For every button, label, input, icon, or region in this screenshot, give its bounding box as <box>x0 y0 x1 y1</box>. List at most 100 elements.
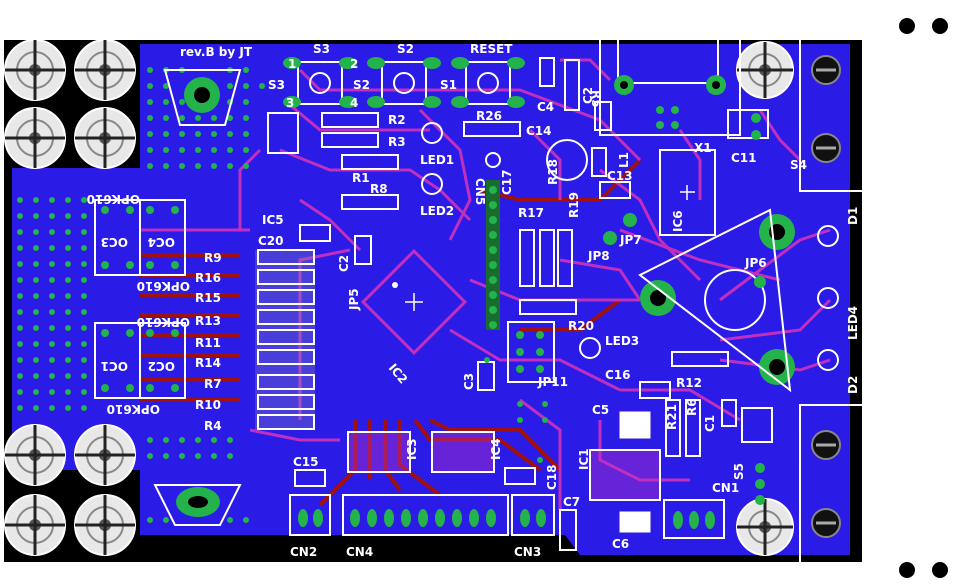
label-d2: D2 <box>846 376 860 394</box>
label-r20: R20 <box>568 319 594 333</box>
label-s3-side: S3 <box>268 78 285 92</box>
label-oc1: OC1 <box>101 359 128 373</box>
label-oc2: OC2 <box>148 359 175 373</box>
label-led2: LED2 <box>420 204 454 218</box>
large-pad-group <box>153 69 795 526</box>
label-cn2: CN2 <box>290 545 317 559</box>
mounting-hole-icon <box>736 41 794 99</box>
label-c2: C2 <box>337 255 351 272</box>
header-cn5 <box>485 152 501 330</box>
led-icon <box>421 122 443 144</box>
mounting-hole-icon <box>4 424 66 486</box>
led-icon <box>421 173 443 195</box>
label-oc3: OC3 <box>101 235 128 249</box>
usb-connector-outline <box>599 7 741 136</box>
label-s2-side: S2 <box>353 78 370 92</box>
label-jp6: JP6 <box>744 256 767 270</box>
label-r8: R8 <box>370 182 388 196</box>
mounting-hole-icon <box>736 498 794 556</box>
label-r14: R14 <box>195 356 221 370</box>
connector-strip <box>289 494 725 539</box>
label-r18: R18 <box>546 159 560 185</box>
led-icon <box>817 225 839 247</box>
terminal-block-top <box>799 18 948 192</box>
mounting-hole-icon <box>74 424 136 486</box>
label-s1: S1 <box>440 78 457 92</box>
label-opk610-2: OPK610 <box>137 279 190 293</box>
led-icon <box>817 349 839 371</box>
label-c18: C18 <box>545 464 559 490</box>
label-opk610-4: OPK610 <box>107 402 160 416</box>
label-c2-top: C2 <box>581 87 595 104</box>
label-cn4: CN4 <box>346 545 373 559</box>
driver-ics <box>347 431 495 473</box>
regulator-outline <box>638 208 792 393</box>
optocoupler-outlines <box>94 199 186 399</box>
led-group <box>421 122 839 371</box>
label-r2: R2 <box>388 113 406 127</box>
label-c7: C7 <box>563 495 580 509</box>
label-cn5: CN5 <box>473 178 487 205</box>
label-ic6: IC6 <box>671 210 685 232</box>
proto-grid-bottom <box>147 437 249 523</box>
label-r21: R21 <box>665 404 679 430</box>
resistor-array <box>255 249 315 430</box>
label-c5: C5 <box>592 403 609 417</box>
pin-3: 3 <box>286 96 294 110</box>
label-c11: C11 <box>731 151 757 165</box>
pin-1: 1 <box>288 57 296 71</box>
label-r15: R15 <box>195 291 221 305</box>
pad-outline <box>153 484 242 526</box>
label-r17: R17 <box>518 206 544 220</box>
pad-outline <box>163 69 242 126</box>
label-r3: R3 <box>388 135 406 149</box>
pin-4: 4 <box>350 96 358 110</box>
label-cn3: CN3 <box>514 545 541 559</box>
label-r11: R11 <box>195 336 221 350</box>
label-s5: S5 <box>732 463 746 480</box>
label-r10: R10 <box>195 398 221 412</box>
label-ic3: IC3 <box>405 438 419 460</box>
label-s3: S3 <box>313 42 330 56</box>
led-icon <box>817 287 839 309</box>
mounting-hole-icon <box>74 39 136 101</box>
label-cn1: CN1 <box>712 481 739 495</box>
label-l1: L1 <box>617 152 631 168</box>
pin-2: 2 <box>350 57 358 71</box>
optocoupler-pads <box>101 206 179 392</box>
jumper-jp11 <box>507 321 555 383</box>
ic2-microcontroller <box>360 248 468 356</box>
label-led1: LED1 <box>420 153 454 167</box>
capacitor-icon <box>546 139 588 181</box>
top-traces <box>140 58 832 510</box>
label-r16: R16 <box>195 271 221 285</box>
mounting-hole-icon-group <box>4 39 794 556</box>
mounting-hole-icon <box>74 107 136 169</box>
label-c3: C3 <box>462 373 476 390</box>
label-jp8: JP8 <box>587 249 610 263</box>
proto-grid-top <box>147 67 265 169</box>
switch-pads <box>283 57 525 108</box>
label-led4: LED4 <box>846 306 860 340</box>
label-c4: C4 <box>537 100 554 114</box>
label-r1: R1 <box>352 171 370 185</box>
label-r5: R5 <box>589 90 603 108</box>
label-c16: C16 <box>605 368 631 382</box>
label-r19: R19 <box>567 192 581 218</box>
label-opk610-3: OPK610 <box>137 315 190 329</box>
label-x1: X1 <box>694 141 712 155</box>
label-r9: R9 <box>204 251 222 265</box>
terminal-block-bottom <box>799 404 948 578</box>
label-opk610-1: OPK610 <box>87 192 140 206</box>
label-jp5: JP5 <box>347 288 361 311</box>
label-jp11: JP11 <box>537 375 568 389</box>
regulator-hole <box>704 269 766 331</box>
label-ic4: IC4 <box>489 438 503 460</box>
label-ic1: IC1 <box>577 448 591 470</box>
label-reset: RESET <box>470 42 513 56</box>
label-c15: C15 <box>293 455 319 469</box>
mounting-hole-icon <box>4 107 66 169</box>
label-s2: S2 <box>397 42 414 56</box>
label-c6: C6 <box>612 537 629 551</box>
